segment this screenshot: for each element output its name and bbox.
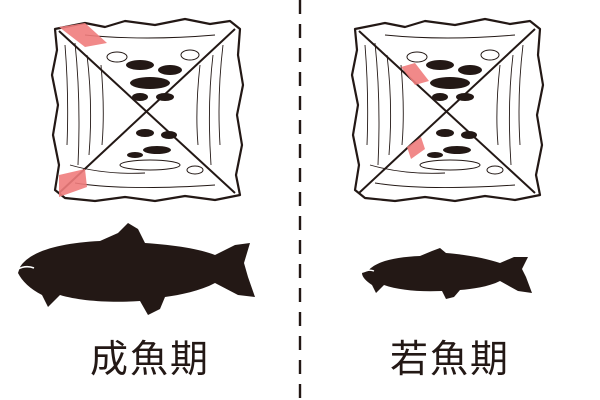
scale-illustration-adult xyxy=(50,17,245,203)
adult-stage-label: 成魚期 xyxy=(89,337,210,381)
panel-adult: 成魚期 xyxy=(17,17,255,381)
juvenile-stage-label: 若魚期 xyxy=(389,337,510,381)
scale-illustration-juvenile xyxy=(350,17,545,203)
adult-fish-icon xyxy=(17,223,255,315)
dashed-divider xyxy=(298,0,302,400)
panel-juvenile: 若魚期 xyxy=(300,0,600,400)
juvenile-fish-icon xyxy=(362,248,532,299)
